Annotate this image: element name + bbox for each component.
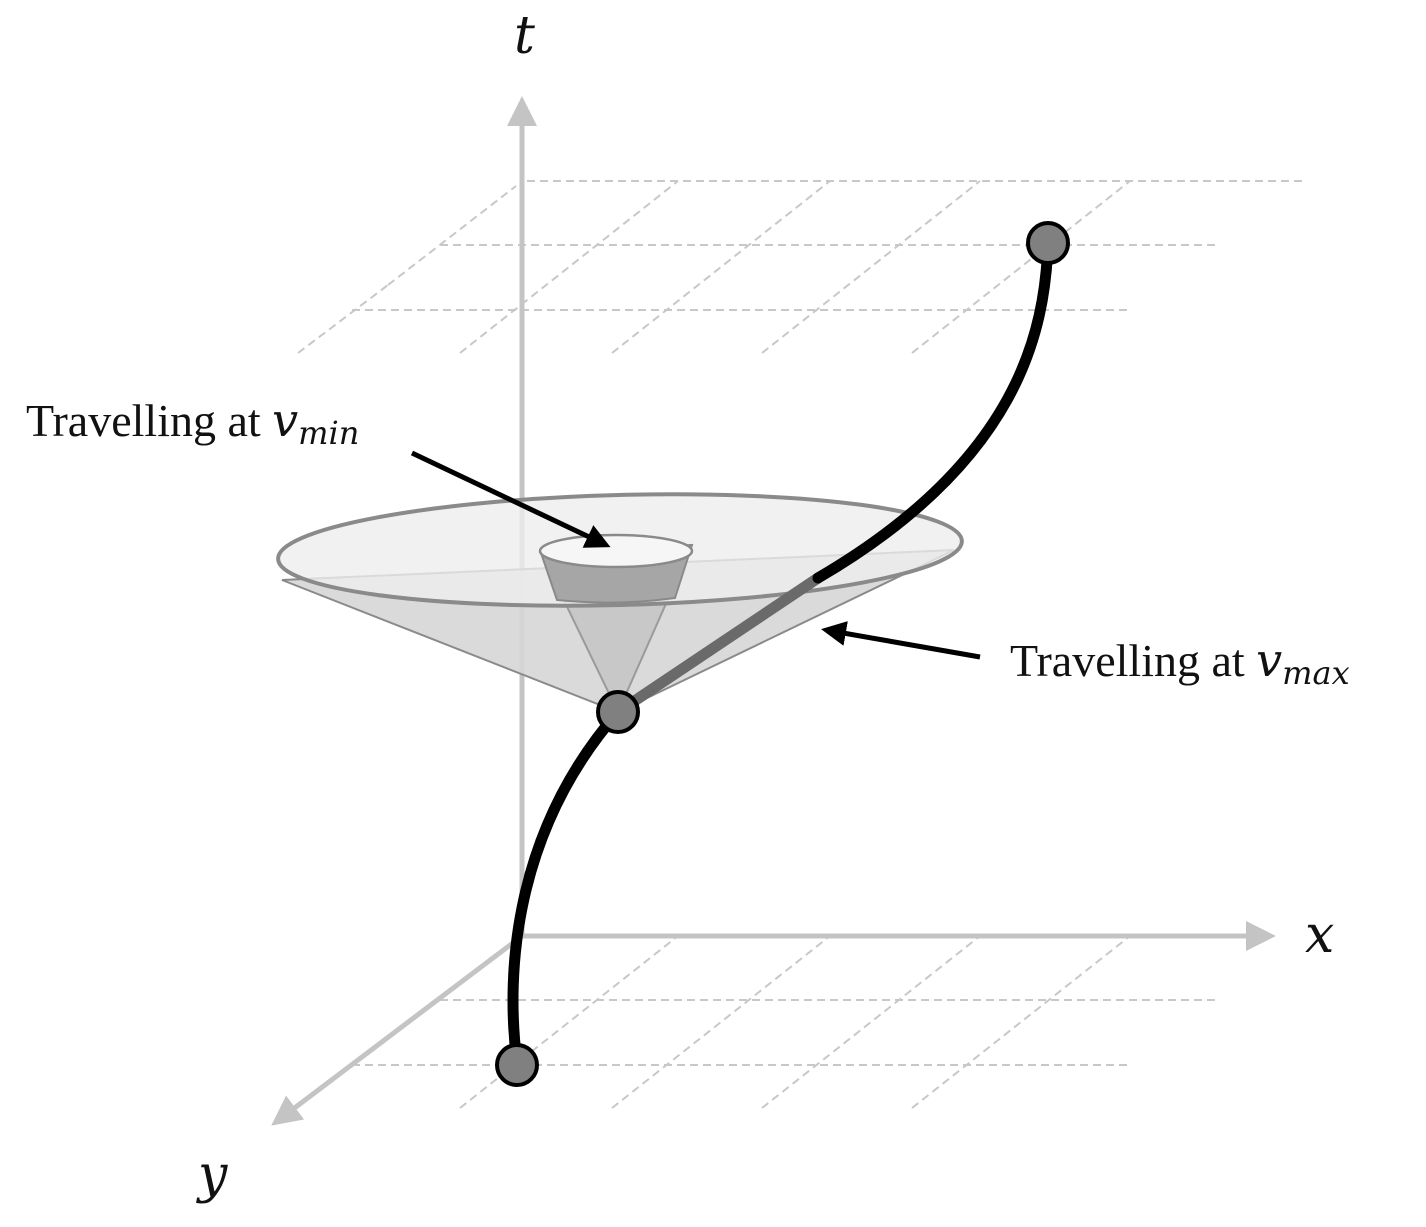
vmax-cone [276,492,964,715]
trajectory [507,237,1054,1069]
y-axis-label: y [196,1145,228,1205]
end-node [1026,221,1070,265]
y-axis [271,934,524,1126]
lower-plane-grid [352,935,1218,1109]
grid-line [611,180,831,354]
vmin-label-subscript: min [298,414,359,452]
vmax-arrow [821,621,981,660]
mid-node [596,690,640,734]
t-axis-label: t [514,6,535,66]
trajectory-upper-segment [812,237,1054,584]
vmin-label: Travelling at vmin [26,393,359,452]
vmax-label-variable: v [1256,633,1282,687]
grid-line [459,180,679,354]
grid-line [459,935,679,1109]
upper-plane-grid [297,180,1305,354]
grid-line [911,935,1131,1109]
grid-line [297,284,389,354]
vmax-label: Travelling at vmax [1010,633,1350,692]
grid-line [387,185,517,286]
x-axis-label: x [1305,905,1334,965]
vmax-label-subscript: max [1282,654,1349,692]
trajectory-inside-cone [612,572,824,718]
grid-line [611,935,831,1109]
vmin-label-prefix: Travelling at [26,395,272,446]
vmax-label-prefix: Travelling at [1010,635,1256,686]
grid-line [911,180,1131,354]
vmin-label-variable: v [272,393,298,447]
vmin-arrow [410,450,611,548]
grid-line [761,935,981,1109]
trajectory-lower-segment [507,706,624,1069]
start-node [495,1043,539,1087]
grid-line [761,180,981,354]
vmin-cone-rim [538,533,694,569]
